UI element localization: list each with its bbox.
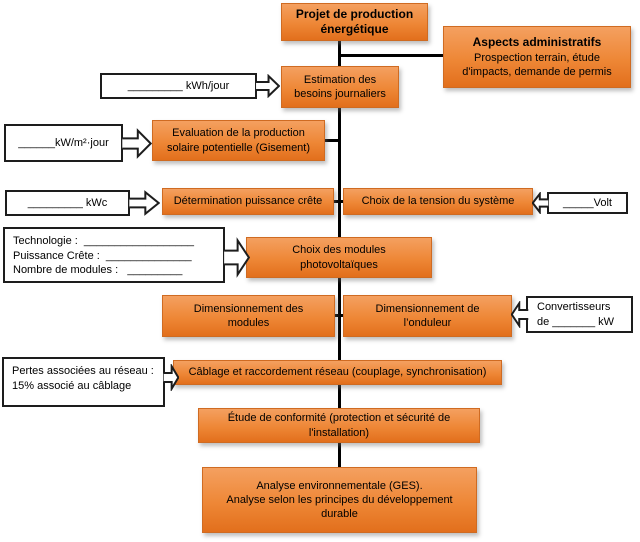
callout-convertisseurs-kw: Convertisseurs de _______ kW <box>526 296 633 333</box>
node-dim-modules-label: Dimensionnement des modules <box>193 302 304 329</box>
node-dim-onduleur-label: Dimensionnement de l’onduleur <box>375 302 480 329</box>
node-analyse-label: Analyse environnementale (GES). Analyse … <box>226 479 453 521</box>
connector-to-aspects <box>340 54 443 57</box>
node-choix-modules-photovoltaiques: Choix des modules photovoltaïques <box>246 237 432 278</box>
callout-tech-label: Technologie : __________________ Puissan… <box>13 235 195 277</box>
node-evaluation-label: Evaluation de la production solaire pote… <box>166 127 311 154</box>
arrow-left-icon <box>511 301 529 328</box>
node-conformite-label: Étude de conformité (protection et sécur… <box>227 412 451 439</box>
node-determination-puissance-crete: Détermination puissance crête <box>162 188 334 215</box>
node-cablage-raccordement: Câblage et raccordement réseau (couplage… <box>173 360 502 385</box>
connector-to-evaluation <box>324 139 340 142</box>
node-tension-label: Choix de la tension du système <box>361 195 515 208</box>
arrow-right-icon <box>256 74 280 98</box>
node-choix-modules-label: Choix des modules photovoltaïques <box>292 244 386 271</box>
node-aspects-title: Aspects administratifs <box>472 35 602 50</box>
callout-volt-label: _____Volt <box>563 196 612 209</box>
node-dimensionnement-modules: Dimensionnement des modules <box>162 295 335 337</box>
node-evaluation-gisement: Evaluation de la production solaire pote… <box>152 120 325 161</box>
node-estimation-besoins: Estimation des besoins journaliers <box>281 66 399 108</box>
connector-dimensionnement <box>333 314 345 317</box>
node-choix-tension-systeme: Choix de la tension du système <box>343 188 533 215</box>
callout-kwc: _________ kWc <box>5 190 130 216</box>
callout-kw-m2-jour: ______kW/m²·jour <box>4 124 123 162</box>
callout-kwc-label: _________ kWc <box>27 196 108 209</box>
node-projet: Projet de production énergétique <box>281 3 428 41</box>
callout-technologie-specs: Technologie : __________________ Puissan… <box>3 227 225 283</box>
connector-determination-tension <box>332 200 345 203</box>
callout-kwm2-label: ______kW/m²·jour <box>18 136 109 149</box>
callout-volt: _____Volt <box>547 192 628 214</box>
node-analyse-environnementale: Analyse environnementale (GES). Analyse … <box>202 467 477 533</box>
callout-pertes-label: Pertes associées au réseau : 15% associé… <box>12 365 154 392</box>
node-etude-conformite: Étude de conformité (protection et sécur… <box>198 408 480 443</box>
node-aspects-administratifs: Aspects administratifs Prospection terra… <box>443 26 631 88</box>
callout-kwh-jour: _________ kWh/jour <box>100 73 257 99</box>
node-aspects-body: Prospection terrain, étude d'impacts, de… <box>462 51 612 78</box>
node-determination-label: Détermination puissance crête <box>173 195 323 208</box>
callout-pertes-reseau: Pertes associées au réseau : 15% associé… <box>2 357 165 407</box>
callout-convert-label: Convertisseurs de _______ kW <box>537 300 615 328</box>
arrow-right-icon <box>163 364 179 391</box>
arrow-left-icon <box>532 192 549 214</box>
arrow-right-icon <box>224 237 250 278</box>
node-cablage-label: Câblage et raccordement réseau (couplage… <box>188 366 487 379</box>
arrow-right-icon <box>122 128 152 159</box>
arrow-right-icon <box>129 190 160 216</box>
node-estimation-label: Estimation des besoins journaliers <box>294 73 386 100</box>
callout-kwh-label: _________ kWh/jour <box>127 79 230 92</box>
node-dimensionnement-onduleur: Dimensionnement de l’onduleur <box>343 295 512 337</box>
node-projet-label: Projet de production énergétique <box>295 6 414 36</box>
